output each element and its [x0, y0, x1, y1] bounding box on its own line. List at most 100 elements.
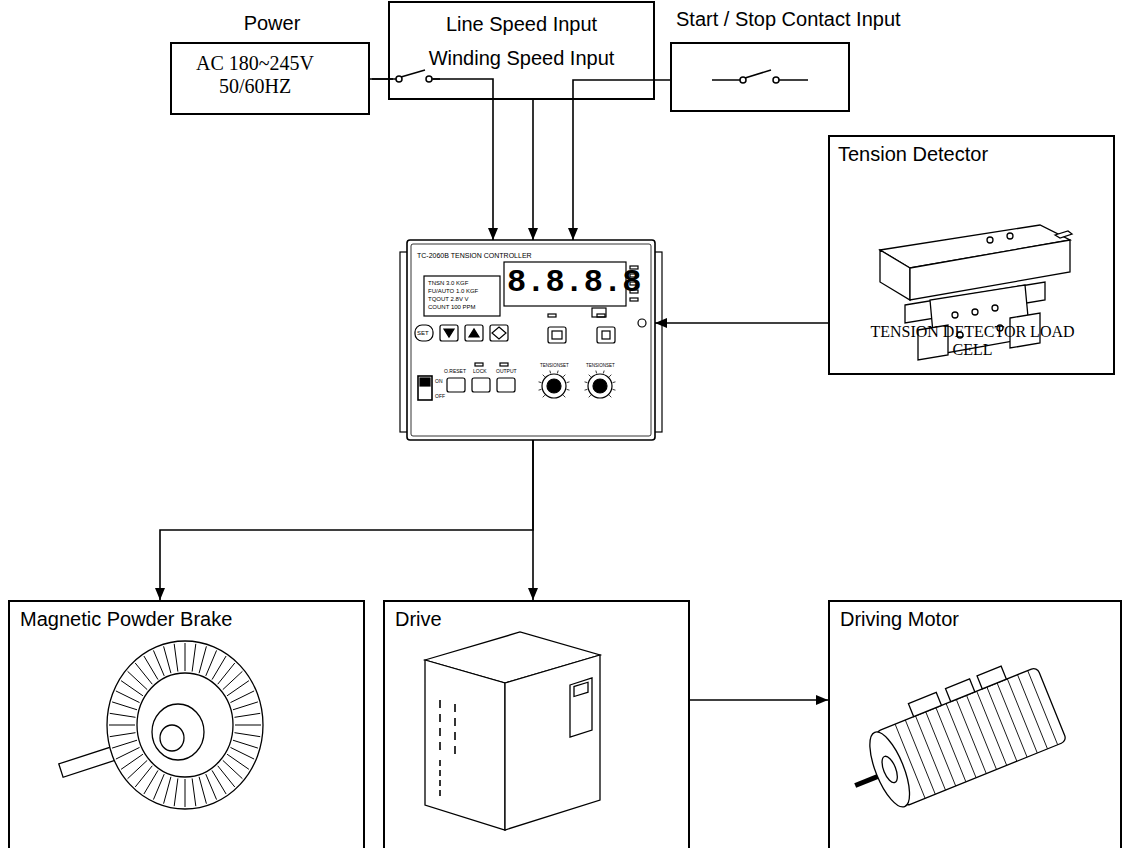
controller-drawing-part [592, 308, 606, 317]
drive-drawing-part-part [454, 746, 456, 754]
brake-drawing-part-part [110, 733, 136, 737]
brake-drawing-part-part [144, 656, 158, 680]
motor-drawing [834, 654, 1067, 821]
motor-drawing-part-part [936, 708, 966, 782]
motor-drawing-part [977, 666, 1006, 689]
load-cell-drawing-part [880, 250, 910, 300]
knob-ticks-part [543, 395, 545, 397]
brake-drawing-part-part [235, 725, 261, 726]
start-stop-switch-part [712, 79, 740, 81]
brake-drawing-part-part [116, 691, 140, 703]
knob-ticks-part [589, 395, 591, 397]
tension-detector-box: Tension DetectorTENSION DETECTOR LOAD CE… [828, 135, 1115, 375]
controller-drawing-part [465, 325, 483, 341]
motor-drawing-part-part [1007, 679, 1037, 753]
drive-box: Drive [383, 600, 690, 848]
controller-drawing-part [602, 331, 610, 339]
brake-drawing-part-part [234, 713, 260, 717]
connector-arrow [532, 100, 534, 240]
connector-arrow [690, 699, 828, 701]
controller-drawing-part [472, 378, 490, 392]
connector-arrow [573, 80, 670, 240]
switch-label: OFF [435, 394, 445, 399]
motor-drawing-part-part [916, 716, 946, 790]
brake-box: Magnetic Powder Brake [8, 600, 365, 848]
motor-drawing-part [862, 727, 918, 812]
controller-drawing-part [500, 363, 508, 366]
drive-drawing-part-part [439, 714, 441, 722]
controller-drawing-part [411, 244, 651, 436]
brake-drawing-part-part [174, 778, 178, 806]
brake-drawing-part-part [199, 646, 206, 673]
motor-drawing-part [908, 692, 941, 716]
motor-drawing-part-part [997, 683, 1027, 757]
knob-ticks-part [613, 381, 616, 383]
brake-drawing-part-part [185, 643, 186, 671]
box-heading: Tension Detector [838, 143, 1098, 166]
motor-drawing-part-part [946, 704, 976, 778]
drive-drawing-part-part [439, 742, 441, 750]
knob-ticks-part [613, 389, 616, 391]
input-name: Line Speed Input [390, 13, 653, 36]
connector-arrow [655, 322, 828, 324]
brake-drawing-part [137, 673, 233, 777]
controller-drawing-part [492, 327, 506, 339]
controller-drawing-part [490, 325, 508, 341]
drive-drawing-part [505, 655, 600, 830]
connector-arrow [370, 79, 493, 240]
controller-drawing-part [597, 327, 615, 343]
knob-ticks-part [609, 375, 611, 377]
power-switch-part [372, 78, 396, 80]
start-stop-switch-part [779, 79, 808, 81]
seven-segment-display: 8.8.8.8 [507, 267, 641, 299]
brake-drawing-part-part [153, 650, 164, 675]
brake-drawing-part-part [234, 733, 260, 737]
drive-drawing-part-part [454, 732, 456, 740]
brake-drawing-part-part [233, 740, 258, 748]
controller-drawing-part [593, 379, 607, 393]
motor-drawing-part-part [926, 712, 956, 786]
controller-drawing-part [475, 363, 483, 366]
brake-drawing-part-part [112, 740, 137, 748]
drive-drawing-part [574, 682, 588, 696]
motor-drawing-part-part [967, 695, 997, 769]
controller-drawing-part [415, 325, 433, 341]
brake-drawing-part-part [192, 778, 196, 806]
motor-drawing-part-part [905, 720, 935, 794]
brake-drawing-part-part [112, 702, 137, 710]
brake-drawing-part-part [116, 747, 140, 759]
brake-drawing-part [152, 704, 204, 760]
drive-drawing-part-part [439, 770, 441, 776]
brake-drawing-part-part [206, 774, 217, 799]
knob-ticks-part [539, 381, 542, 383]
drive-drawing-part-part [439, 728, 441, 736]
brake-drawing [59, 641, 263, 809]
box-heading: Driving Motor [840, 608, 1110, 631]
brake-drawing-part-part [212, 770, 226, 794]
box-heading: Power [172, 12, 372, 35]
lcd-row: COUNT 100 PPM [428, 304, 476, 310]
brake-drawing-part-part [199, 777, 206, 804]
power-switch [372, 70, 440, 84]
switch-label: ON [435, 379, 443, 384]
brake-drawing-part-part [164, 777, 171, 804]
brake-drawing-part-part [121, 754, 143, 769]
controller-drawing-part [588, 374, 612, 398]
drive-drawing-part [570, 678, 592, 737]
load-cell-drawing-part [1007, 233, 1013, 239]
knob-ticks-part [543, 375, 545, 377]
button-label: LOCK [473, 369, 487, 374]
knob-ticks-part [549, 371, 551, 374]
motor-drawing-part-part [977, 691, 1007, 765]
knob-ticks-part [567, 381, 570, 383]
motor-box: Driving Motor [828, 600, 1122, 848]
brake-drawing-part [160, 725, 184, 751]
drive-drawing-part [440, 700, 455, 796]
controller-drawing-part [497, 378, 515, 392]
brake-drawing-part-part [233, 702, 258, 710]
knob-ticks-part [589, 375, 591, 377]
controller-drawing-part [638, 319, 646, 327]
controller-drawing-part [542, 374, 566, 398]
controller-drawing-part [548, 314, 556, 317]
controller-drawing-part [597, 314, 605, 317]
